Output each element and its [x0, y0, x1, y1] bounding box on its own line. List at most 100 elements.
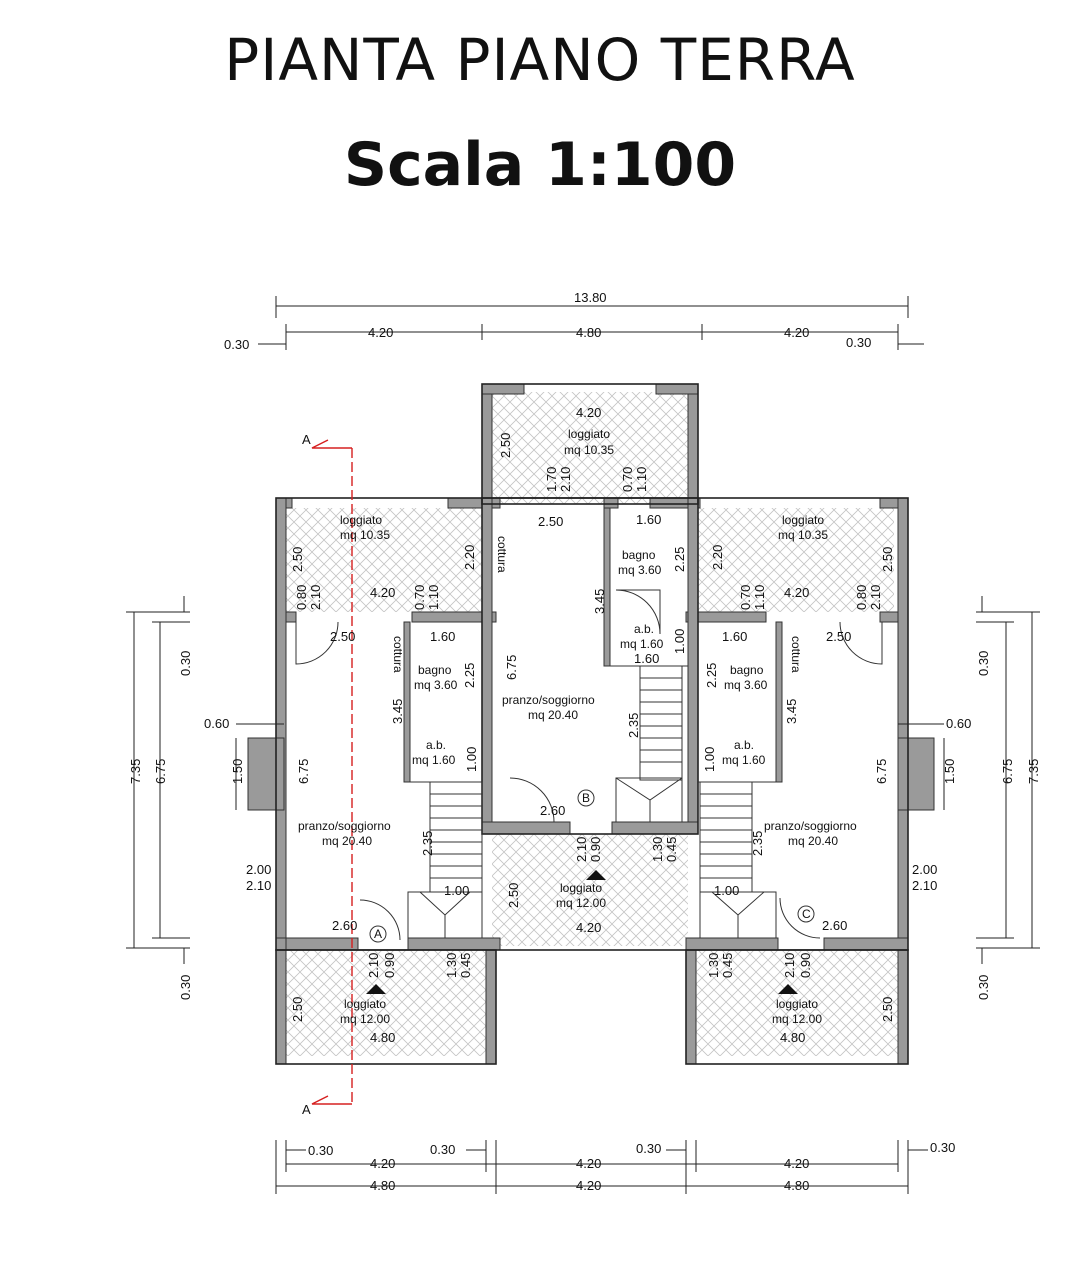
loggia-hatching — [284, 392, 904, 1056]
right-bagno-h: 2.25 — [704, 663, 719, 688]
dim-right-inner: 6.75 — [1000, 759, 1015, 784]
left-win1b: 2.10 — [246, 878, 271, 893]
loggia-left-w2: 0.70 — [412, 585, 427, 610]
loggia-left-w2b: 1.10 — [426, 585, 441, 610]
dim-left-chimney-width: 1.50 — [230, 759, 245, 784]
loggia-br-w: 4.80 — [780, 1030, 805, 1045]
loggia-right-d2: 2.20 — [710, 545, 725, 570]
loggia-bc-d2b: 1.30 — [650, 837, 665, 862]
loggia-bc-d2: 0.45 — [664, 837, 679, 862]
walls — [247, 383, 935, 1065]
right-living-h: 6.75 — [874, 759, 889, 784]
dim-top-left-wall: 0.30 — [224, 337, 249, 352]
right-stair-w: 1.00 — [714, 883, 739, 898]
center-living-area: mq 20.40 — [528, 708, 578, 722]
loggia-bl-d1: 0.90 — [382, 953, 397, 978]
left-unit-mark: A — [374, 927, 382, 941]
left-living-w: 2.50 — [330, 629, 355, 644]
loggia-top-name: loggiato — [568, 427, 610, 441]
loggia-left-name: loggiato — [340, 513, 382, 527]
right-win1: 2.00 — [912, 862, 937, 877]
loggia-br-d1b: 2.10 — [782, 953, 797, 978]
loggia-right-w2: 0.70 — [738, 585, 753, 610]
loggia-bl-w: 4.80 — [370, 1030, 395, 1045]
loggia-right-name: loggiato — [782, 513, 824, 527]
right-bagno-w: 1.60 — [722, 629, 747, 644]
plan-title: PIANTA PIANO TERRA — [224, 26, 856, 94]
right-bagno-name: bagno — [730, 663, 764, 677]
loggia-bc-name: loggiato — [560, 881, 602, 895]
center-ab-h: 1.00 — [672, 629, 687, 654]
dim-right-chimney-depth: 0.60 — [946, 716, 971, 731]
loggia-right-w: 4.20 — [784, 585, 809, 600]
center-cottura: cottura — [495, 536, 509, 573]
center-unit-mark: B — [582, 791, 590, 805]
right-stair: 2.35 — [750, 831, 765, 856]
loggia-top-win2b: 1.10 — [634, 467, 649, 492]
center-living-name: pranzo/soggiorno — [502, 693, 595, 707]
left-living-name: pranzo/soggiorno — [298, 819, 391, 833]
dim-bottom-r2-2: 4.20 — [784, 1156, 809, 1171]
loggia-top-win1: 1.70 — [544, 467, 559, 492]
loggia-bc-w: 4.20 — [576, 920, 601, 935]
loggia-bc-d1: 0.90 — [588, 837, 603, 862]
loggia-bc-d1b: 2.10 — [574, 837, 589, 862]
dim-bottom-r3-2: 4.80 — [784, 1178, 809, 1193]
loggia-br-area: mq 12.00 — [772, 1012, 822, 1026]
left-bagno-name: bagno — [418, 663, 452, 677]
loggia-top-w: 4.20 — [576, 405, 601, 420]
right-unit-mark: C — [802, 907, 811, 921]
dim-bottom-r1-2: 0.30 — [636, 1141, 661, 1156]
section-mark-top: A — [302, 432, 311, 447]
left-living-h: 6.75 — [296, 759, 311, 784]
center-stair: 2.35 — [626, 713, 641, 738]
loggia-bl-d: 2.50 — [290, 997, 305, 1022]
loggia-top-d: 2.50 — [498, 433, 513, 458]
dim-right-bottom: 0.30 — [976, 975, 991, 1000]
loggia-right-w1: 0.80 — [854, 585, 869, 610]
dim-left-bottom: 0.30 — [178, 975, 193, 1000]
dim-top-seg2: 4.80 — [576, 325, 601, 340]
loggia-left-d2: 2.20 — [462, 545, 477, 570]
loggia-left-w1b: 2.10 — [308, 585, 323, 610]
right-living-door: 2.60 — [822, 918, 847, 933]
right-cottura: cottura — [789, 636, 803, 673]
dim-overall-width: 13.80 — [574, 290, 607, 305]
loggia-top-win1b: 2.10 — [558, 467, 573, 492]
loggia-br-d2: 0.45 — [720, 953, 735, 978]
loggia-br-d2b: 1.30 — [706, 953, 721, 978]
right-bagno-h2: 3.45 — [784, 699, 799, 724]
center-ab-area: mq 1.60 — [620, 637, 664, 651]
loggia-bc-area: mq 12.00 — [556, 896, 606, 910]
side-dimension-lines — [126, 596, 1040, 964]
loggia-left-d1: 2.50 — [290, 547, 305, 572]
loggia-right-w2b: 1.10 — [752, 585, 767, 610]
center-bagno-h: 2.25 — [672, 547, 687, 572]
dim-top-seg1: 4.20 — [368, 325, 393, 340]
dim-right-total: 7.35 — [1026, 759, 1041, 784]
right-bagno-area: mq 3.60 — [724, 678, 768, 692]
loggia-bl-d1b: 2.10 — [366, 953, 381, 978]
bottom-dimension-lines — [275, 1140, 928, 1194]
dim-right-top: 0.30 — [976, 651, 991, 676]
center-bagno-h2: 3.45 — [592, 589, 607, 614]
section-mark-bottom: A — [302, 1102, 311, 1117]
loggia-bc-d: 2.50 — [506, 883, 521, 908]
dim-bottom-r1-1: 0.30 — [430, 1142, 455, 1157]
left-bagno-h: 2.25 — [462, 663, 477, 688]
dim-left-top: 0.30 — [178, 651, 193, 676]
loggia-bl-name: loggiato — [344, 997, 386, 1011]
center-ab-w: 1.60 — [634, 651, 659, 666]
left-bagno-w: 1.60 — [430, 629, 455, 644]
loggia-left-area: mq 10.35 — [340, 528, 390, 542]
loggia-bl-area: mq 12.00 — [340, 1012, 390, 1026]
dim-bottom-r1-0: 0.30 — [308, 1143, 333, 1158]
stairs — [407, 665, 777, 939]
top-dimension-lines — [258, 296, 924, 350]
dim-left-total: 7.35 — [128, 759, 143, 784]
left-bagno-h2: 3.45 — [390, 699, 405, 724]
center-ab-name: a.b. — [634, 622, 654, 636]
left-cottura: cottura — [391, 636, 405, 673]
loggia-br-d1: 0.90 — [798, 953, 813, 978]
